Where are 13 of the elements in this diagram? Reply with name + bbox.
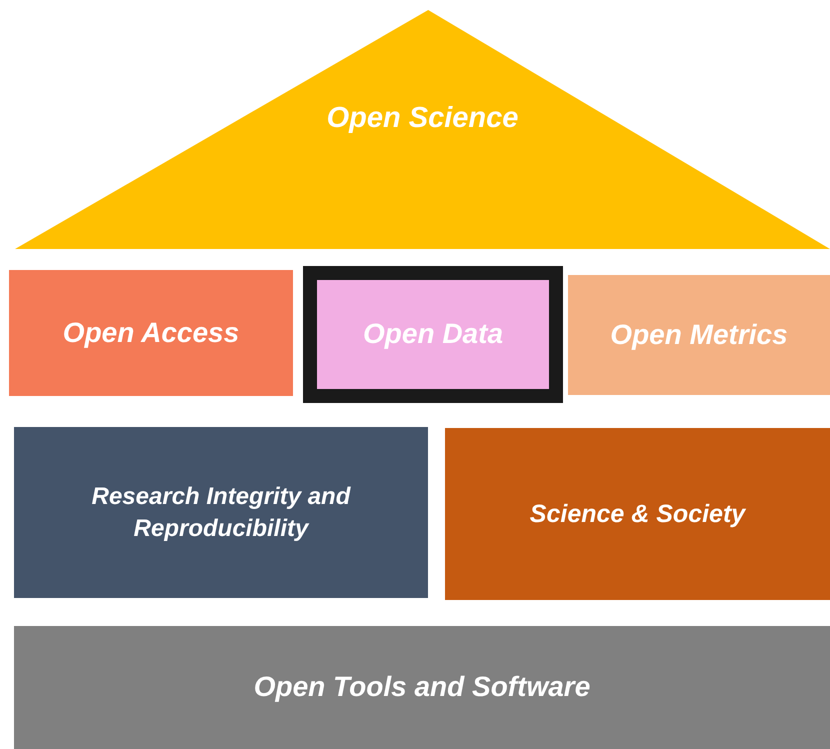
category-box (568, 275, 830, 395)
category-label: Science & Society (530, 498, 746, 530)
category-box (303, 266, 563, 403)
category-box (9, 270, 293, 396)
category-box (445, 428, 830, 600)
category-box (14, 626, 830, 749)
category-label: Open Science (326, 101, 518, 136)
category-box (14, 427, 428, 598)
category-label: Open Access (62, 316, 240, 350)
category-label: Open Tools and Software (254, 670, 590, 704)
category-label: Open Metrics (610, 318, 788, 352)
category-label: Open Data (362, 317, 504, 352)
category-label: Research Integrity and Reproducibility (90, 482, 352, 544)
